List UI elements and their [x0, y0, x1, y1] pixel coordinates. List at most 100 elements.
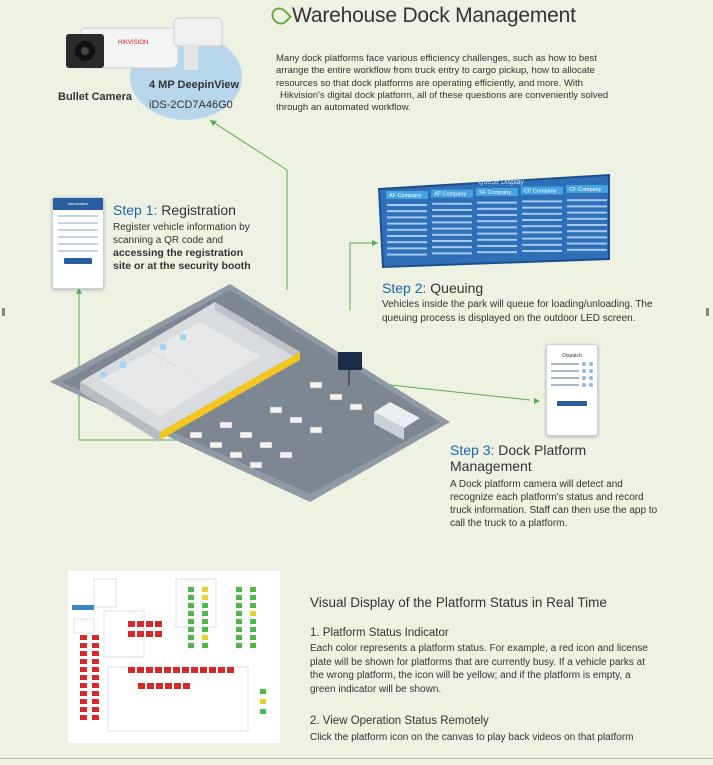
platform-busy-indicator [146, 667, 153, 673]
led-queue-row [567, 230, 607, 233]
title-bar: Warehouse Dock Management [267, 3, 576, 29]
led-queue-row [432, 240, 472, 242]
platform-busy-indicator [80, 675, 87, 680]
remote-body: Click the platform icon on the canvas to… [310, 732, 634, 743]
platform-busy-indicator [128, 621, 135, 627]
step1-title: Step 1: Registration [113, 202, 236, 218]
phone-ok-button [557, 401, 587, 406]
platform-busy-indicator [173, 667, 180, 673]
platform-busy-indicator [155, 621, 162, 627]
platform-busy-indicator [137, 667, 144, 673]
platform-busy-indicator [80, 699, 87, 704]
led-company-tab [521, 186, 563, 195]
platform-empty-indicator [260, 689, 266, 694]
platform-busy-indicator [80, 651, 87, 656]
phone-submit-button [64, 258, 92, 264]
platform-busy-indicator [200, 667, 207, 673]
platform-empty-indicator [236, 643, 242, 648]
platform-indicator [250, 611, 256, 616]
led-company-tab [566, 185, 608, 193]
platform-empty-indicator [236, 635, 242, 640]
connector-step3 [389, 384, 531, 401]
platform-indicator [250, 595, 256, 600]
led-title: Queue Display [478, 179, 524, 186]
platform-busy-indicator [92, 707, 99, 712]
camera-model: iDS-2CD7A46G0 [149, 99, 233, 111]
led-company-label: AF Company [389, 193, 421, 199]
phone-header: Dispatch [562, 353, 582, 359]
platform-busy-indicator [164, 667, 171, 673]
led-queue-row [522, 200, 562, 203]
platform-indicator [202, 635, 208, 640]
bullet-camera-icon: HIKVISION [66, 17, 223, 70]
step3-name: Dock Platform Management [450, 442, 587, 474]
led-company-label: AF Company [434, 192, 466, 198]
platform-indicator [202, 587, 208, 592]
camera-brand-text: HIKVISION [118, 40, 148, 46]
registration-phone: Information [52, 197, 104, 289]
platform-indicator [202, 603, 208, 608]
remote-title: 2. View Operation Status Remotely [310, 715, 489, 727]
platform-empty-indicator [260, 709, 266, 714]
platform-indicator [250, 587, 256, 592]
warehouse-illustration [50, 284, 450, 502]
step1-body: Register vehicle information by scanning… [113, 221, 263, 273]
platform-busy-indicator [165, 683, 172, 689]
led-queue-row [387, 235, 427, 237]
led-queue-row [567, 224, 607, 226]
platform-busy-indicator [155, 631, 162, 637]
led-company-tab [476, 188, 518, 196]
platform-indicator [202, 619, 208, 624]
platform-busy-indicator [80, 691, 87, 696]
led-queue-row [387, 253, 427, 256]
intro-line: through an automated workflow. [276, 102, 411, 114]
led-queue-row [387, 204, 427, 206]
led-queue-row [477, 226, 517, 229]
led-queue-row [387, 228, 427, 231]
step3-number: Step 3: [450, 442, 495, 458]
platform-empty-indicator [188, 643, 194, 648]
camera-label: Bullet Camera [58, 91, 132, 103]
led-queue-row [432, 221, 472, 224]
arrow-head-icon [76, 288, 82, 294]
platform-busy-indicator [155, 667, 162, 673]
led-queue-row [432, 233, 472, 236]
step1-number: Step 1: [113, 202, 158, 218]
step3-body: A Dock platform camera will detect and r… [450, 479, 658, 529]
arrow-head-icon [534, 398, 540, 404]
platform-busy-indicator [146, 621, 153, 627]
platform-status-map [68, 571, 280, 743]
intro-paragraph: Many dock platforms face various efficie… [276, 53, 636, 114]
platform-empty-indicator [236, 619, 242, 624]
led-queue-row [522, 231, 562, 234]
led-queue-row [432, 209, 472, 211]
platform-busy-indicator [218, 667, 225, 673]
platform-empty-indicator [236, 627, 242, 632]
platform-busy-indicator [92, 715, 99, 720]
led-company-label: CF Company [569, 187, 602, 193]
step2-name: Queuing [430, 280, 484, 296]
platform-busy-indicator [183, 683, 190, 689]
platform-empty-indicator [188, 627, 194, 632]
platform-busy-indicator [156, 683, 163, 689]
step1-body-bold: accessing the registration site or at th… [113, 247, 251, 272]
led-queue-row [387, 247, 427, 250]
camera-resolution: 4 MP DeepinView [149, 79, 240, 91]
platform-busy-indicator [92, 691, 99, 696]
step2-number: Step 2: [382, 280, 427, 296]
platform-busy-indicator [209, 667, 216, 673]
platform-busy-indicator [138, 683, 145, 689]
platform-indicator [250, 603, 256, 608]
led-queue-row [477, 232, 517, 235]
platform-busy-indicator [92, 651, 99, 656]
intro-line: resources so that dock platforms are ope… [276, 77, 583, 89]
step1-body-plain: Register vehicle information by scanning… [113, 222, 250, 246]
led-queue-row [477, 207, 517, 210]
led-queue-row [387, 210, 427, 213]
led-queue-row [522, 206, 562, 209]
platform-busy-indicator [80, 635, 87, 640]
platform-indicator [202, 627, 208, 632]
intro-line: arrange the entire workflow from truck e… [276, 65, 595, 77]
platform-indicator [250, 643, 256, 648]
